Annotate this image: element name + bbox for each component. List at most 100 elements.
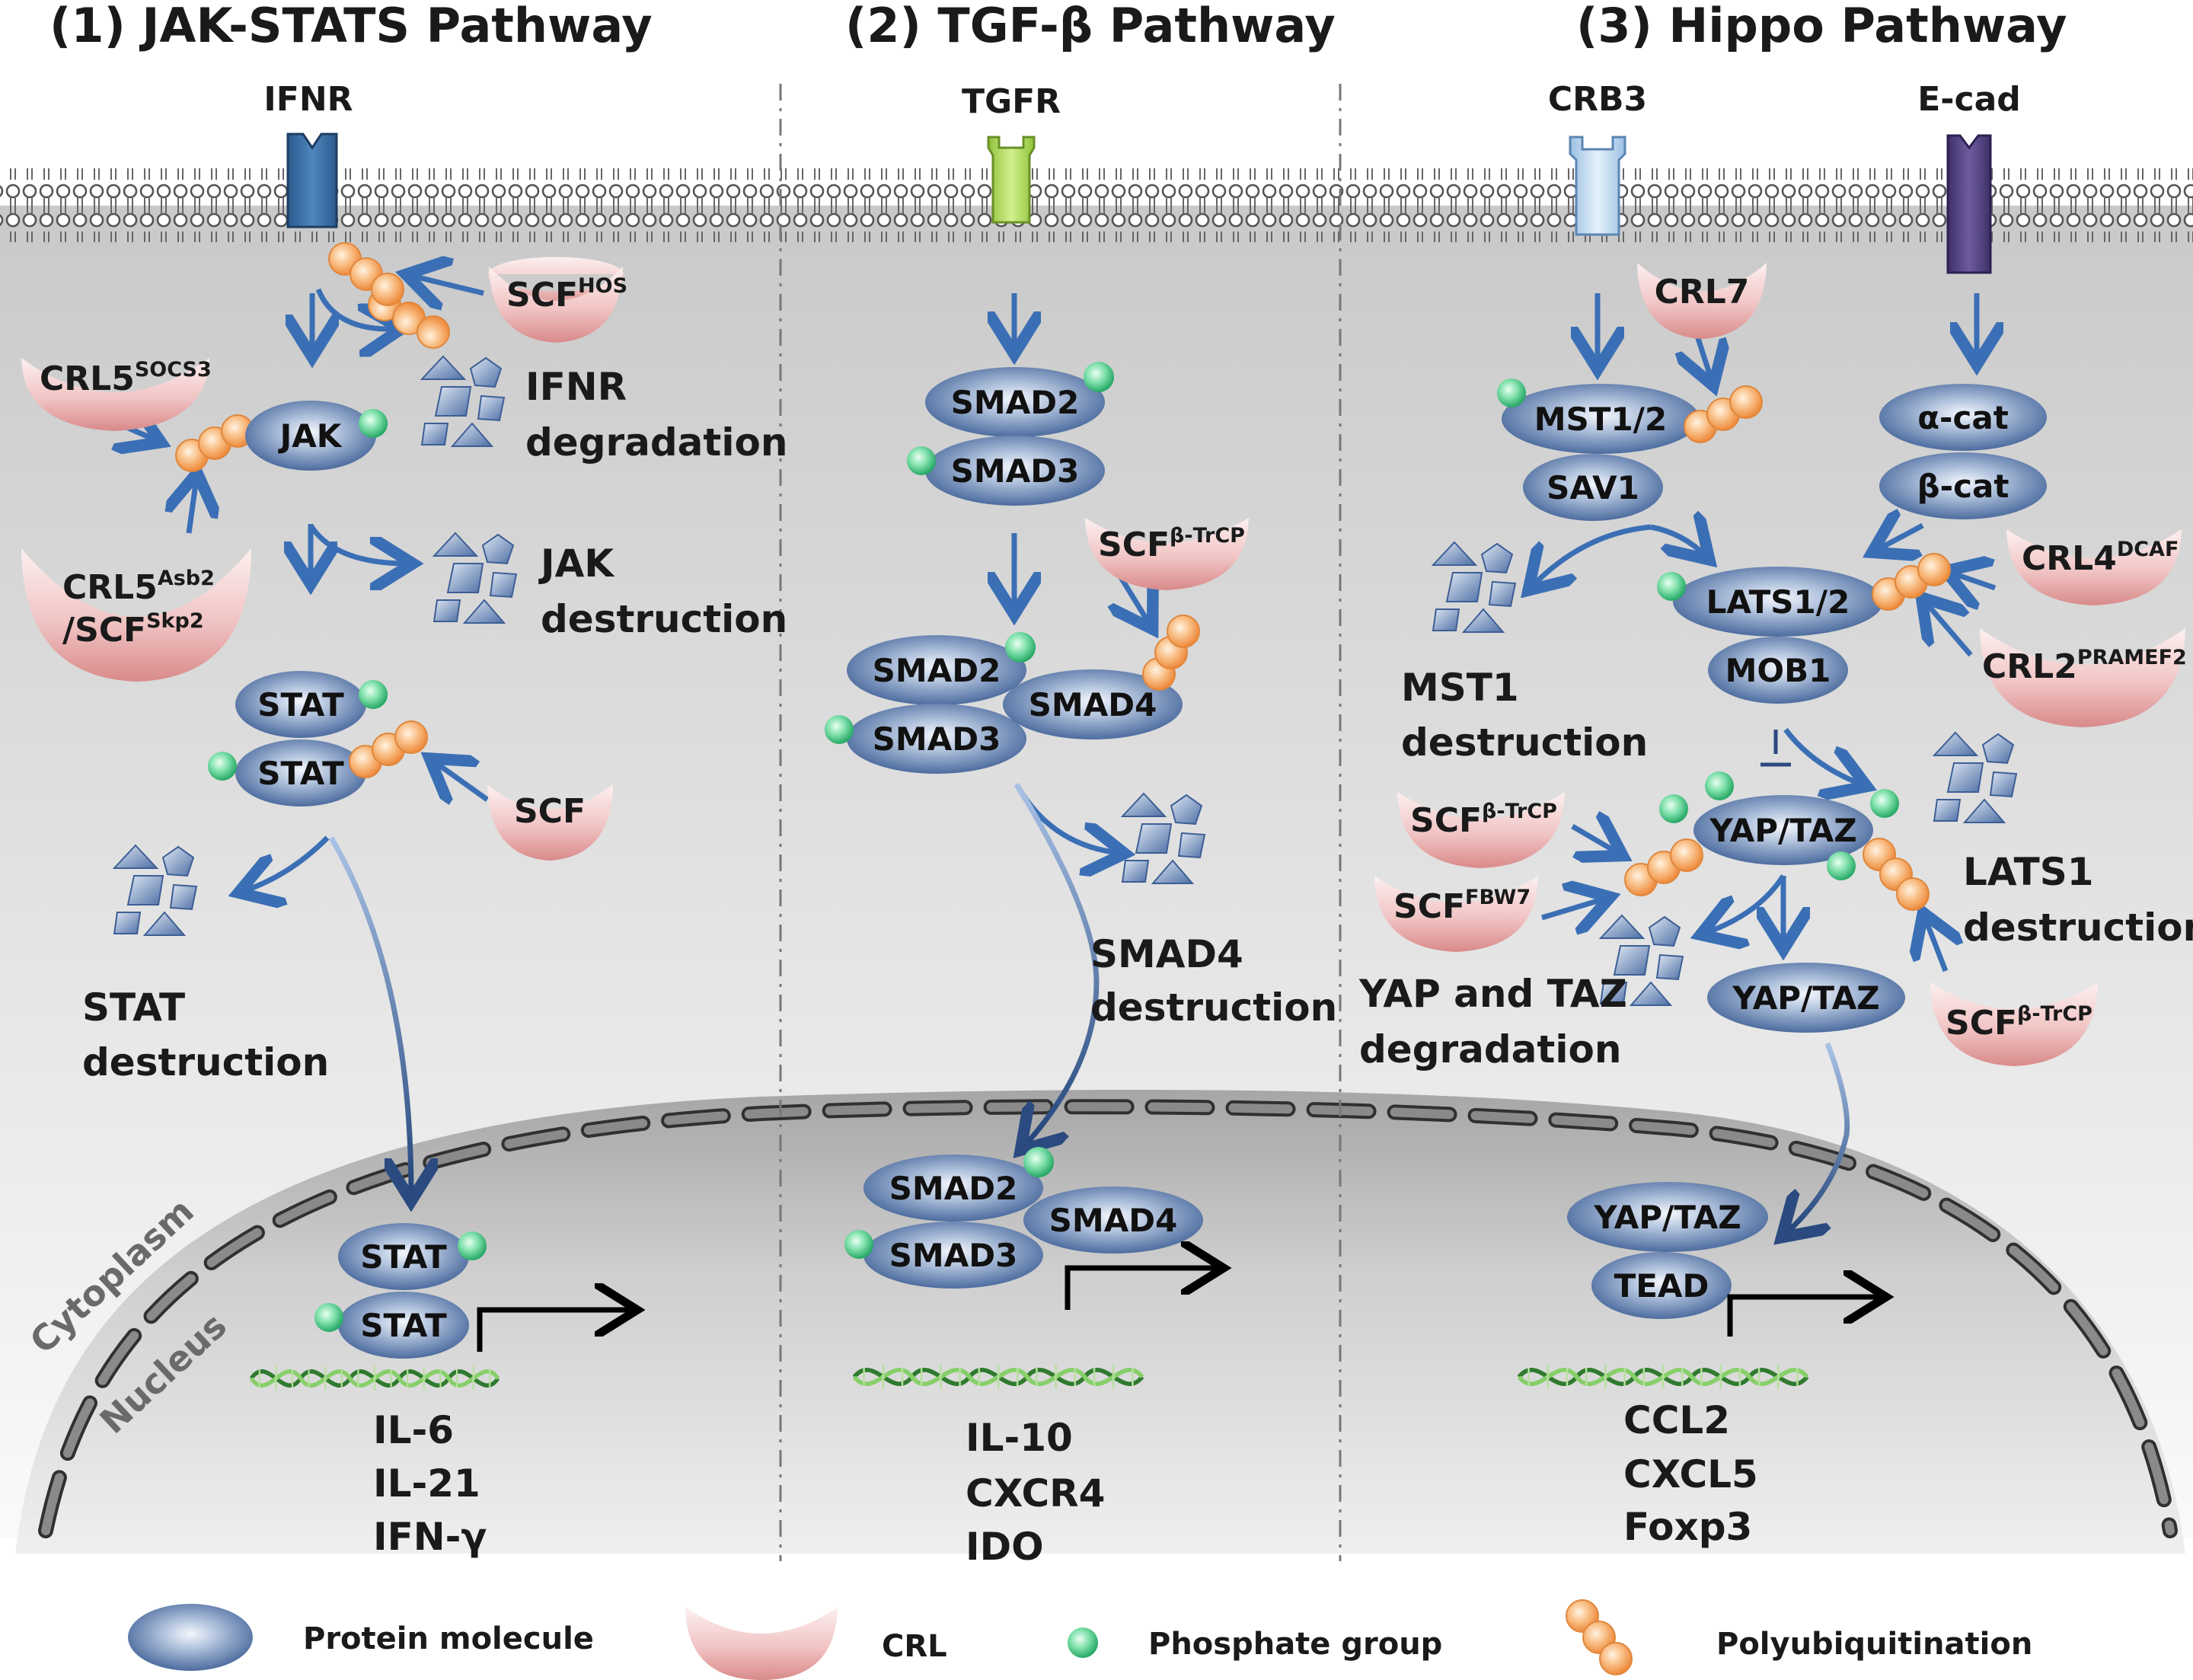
phosphate-smad2-b — [1005, 632, 1036, 663]
protein-yap-taz-free — [1707, 963, 1905, 1033]
phosphate-stat-1 — [359, 680, 388, 709]
legend: Protein molecule CRL Phosphate group Pol… — [128, 1599, 2032, 1680]
jak-stat-panel: SCFHOS CRL5SOCS3 CRL5Asb2 /SCFSkp2 SCF J… — [21, 242, 787, 1559]
svg-text:SAV1: SAV1 — [1547, 469, 1639, 506]
svg-text:STAT: STAT — [82, 985, 185, 1030]
svg-text:CXCR4: CXCR4 — [966, 1471, 1105, 1516]
protein-stat-nuc-2 — [338, 1292, 469, 1359]
protein-yap-taz-nuc — [1567, 1182, 1768, 1252]
phosphate-yap-3 — [1870, 789, 1899, 818]
protein-yap-taz — [1693, 795, 1873, 865]
transcription-arrow-tgf — [1065, 1268, 1218, 1310]
svg-text:STAT: STAT — [360, 1238, 447, 1276]
svg-text:IL-10: IL-10 — [966, 1416, 1073, 1460]
crl-scf-fbw7 — [1374, 876, 1538, 952]
svg-text:SCFβ-TrCP: SCFβ-TrCP — [1410, 800, 1557, 840]
svg-text:Phosphate group: Phosphate group — [1148, 1627, 1442, 1662]
protein-bcat — [1879, 452, 2047, 519]
protein-mst — [1502, 384, 1700, 454]
svg-text:SMAD4: SMAD4 — [1029, 686, 1157, 723]
svg-text:CRL5Asb2: CRL5Asb2 — [62, 567, 215, 607]
phosphate-yap-4 — [1827, 851, 1856, 880]
svg-text:destruction: destruction — [1401, 720, 1648, 765]
svg-text:IFNR: IFNR — [525, 365, 627, 409]
svg-text:SMAD2: SMAD2 — [873, 652, 1001, 689]
svg-text:TEAD: TEAD — [1614, 1267, 1709, 1305]
svg-text:SMAD3: SMAD3 — [951, 452, 1080, 490]
phosphate-stat-2 — [208, 752, 237, 781]
crl-scf — [487, 784, 613, 861]
svg-text:SMAD2: SMAD2 — [889, 1170, 1018, 1207]
protein-smad3-nuc — [863, 1222, 1043, 1289]
crl-crl5-socs3 — [21, 358, 209, 431]
svg-text:destruction: destruction — [541, 597, 787, 641]
svg-text:CRL7: CRL7 — [1655, 273, 1750, 311]
svg-text:α-cat: α-cat — [1917, 399, 2009, 436]
svg-text:YAP and TAZ: YAP and TAZ — [1358, 972, 1627, 1016]
phosphate-yap-2 — [1705, 771, 1734, 800]
svg-text:destruction: destruction — [1963, 905, 2193, 950]
svg-text:IL-21: IL-21 — [373, 1461, 480, 1506]
svg-text:Polyubiquitination: Polyubiquitination — [1716, 1627, 2032, 1662]
protein-smad2-nuc — [863, 1155, 1043, 1222]
svg-text:STAT: STAT — [360, 1307, 447, 1344]
svg-text:Protein molecule: Protein molecule — [303, 1621, 594, 1656]
legend-ubiquitin-icon — [1566, 1599, 1633, 1675]
phosphate-smad3 — [907, 446, 936, 475]
protein-smad2-b — [847, 635, 1026, 705]
svg-text:CRL2PRAMEF2: CRL2PRAMEF2 — [1982, 646, 2187, 686]
protein-stat-2 — [235, 739, 366, 806]
svg-text:JAK: JAK — [538, 541, 615, 586]
svg-text:SCF: SCF — [514, 792, 586, 831]
crl-crl7 — [1637, 263, 1767, 339]
svg-text:CRL: CRL — [882, 1629, 947, 1664]
svg-text:SCFHOS: SCFHOS — [506, 274, 627, 315]
svg-text:MST1/2: MST1/2 — [1534, 401, 1667, 438]
svg-text:YAP/TAZ: YAP/TAZ — [1732, 979, 1879, 1017]
protein-acat — [1879, 384, 2047, 451]
svg-text:β-cat: β-cat — [1917, 468, 2009, 505]
phosphate-mst — [1497, 378, 1526, 407]
crl-crl5-asb2-scf-skp2 — [21, 548, 251, 682]
protein-lats — [1673, 567, 1883, 637]
protein-sav1 — [1523, 454, 1663, 521]
svg-text:SMAD3: SMAD3 — [889, 1237, 1018, 1274]
svg-text:CCL2: CCL2 — [1623, 1398, 1730, 1442]
svg-text:LATS1/2: LATS1/2 — [1706, 583, 1850, 621]
transcription-arrow-hippo — [1727, 1297, 1881, 1337]
svg-text:CRL4DCAF: CRL4DCAF — [2022, 538, 2179, 578]
svg-text:STAT: STAT — [257, 755, 344, 792]
svg-text:degradation: degradation — [525, 420, 787, 465]
svg-text:CRL5SOCS3: CRL5SOCS3 — [40, 358, 212, 398]
phosphate-smad2 — [1084, 362, 1114, 392]
svg-text:/SCFSkp2: /SCFSkp2 — [62, 609, 204, 650]
svg-text:MOB1: MOB1 — [1725, 652, 1831, 689]
protein-stat-nuc-1 — [338, 1223, 469, 1290]
crb3-receptor — [1569, 136, 1626, 236]
svg-text:CXCL5: CXCL5 — [1623, 1452, 1758, 1496]
protein-smad3-b — [847, 704, 1026, 774]
svg-text:SMAD4: SMAD4 — [1090, 932, 1243, 976]
crl-crl4-dcaf — [2006, 529, 2182, 605]
crl-scf-btrcp-hippo-2 — [1930, 982, 2098, 1066]
protein-mob1 — [1708, 637, 1848, 704]
transcription-arrow-jak — [477, 1310, 632, 1352]
svg-text:JAK: JAK — [278, 417, 343, 455]
protein-tead — [1591, 1252, 1732, 1319]
protein-jak — [245, 401, 376, 471]
legend-phosphate-icon — [1068, 1627, 1098, 1658]
svg-text:destruction: destruction — [82, 1040, 329, 1084]
svg-text:destruction: destruction — [1090, 985, 1337, 1030]
hippo-panel: CRL7 MST1/2 SAV1 α-cat β-cat MST1 destru… — [1358, 263, 2193, 1549]
receptor-label-tgfr: TGFR — [962, 82, 1061, 121]
receptor-label-ecad: E-cad — [1917, 80, 2021, 119]
panel-title-tgf: (2) TGF-β Pathway — [845, 0, 1336, 53]
phosphate-smad3-b — [825, 715, 854, 744]
protein-smad2 — [925, 367, 1105, 437]
ifnr-receptor — [286, 133, 338, 228]
svg-text:YAP/TAZ: YAP/TAZ — [1709, 812, 1856, 849]
tgfr-receptor — [987, 136, 1036, 224]
svg-text:IFN-γ: IFN-γ — [373, 1515, 487, 1559]
svg-text:SMAD2: SMAD2 — [951, 384, 1080, 421]
